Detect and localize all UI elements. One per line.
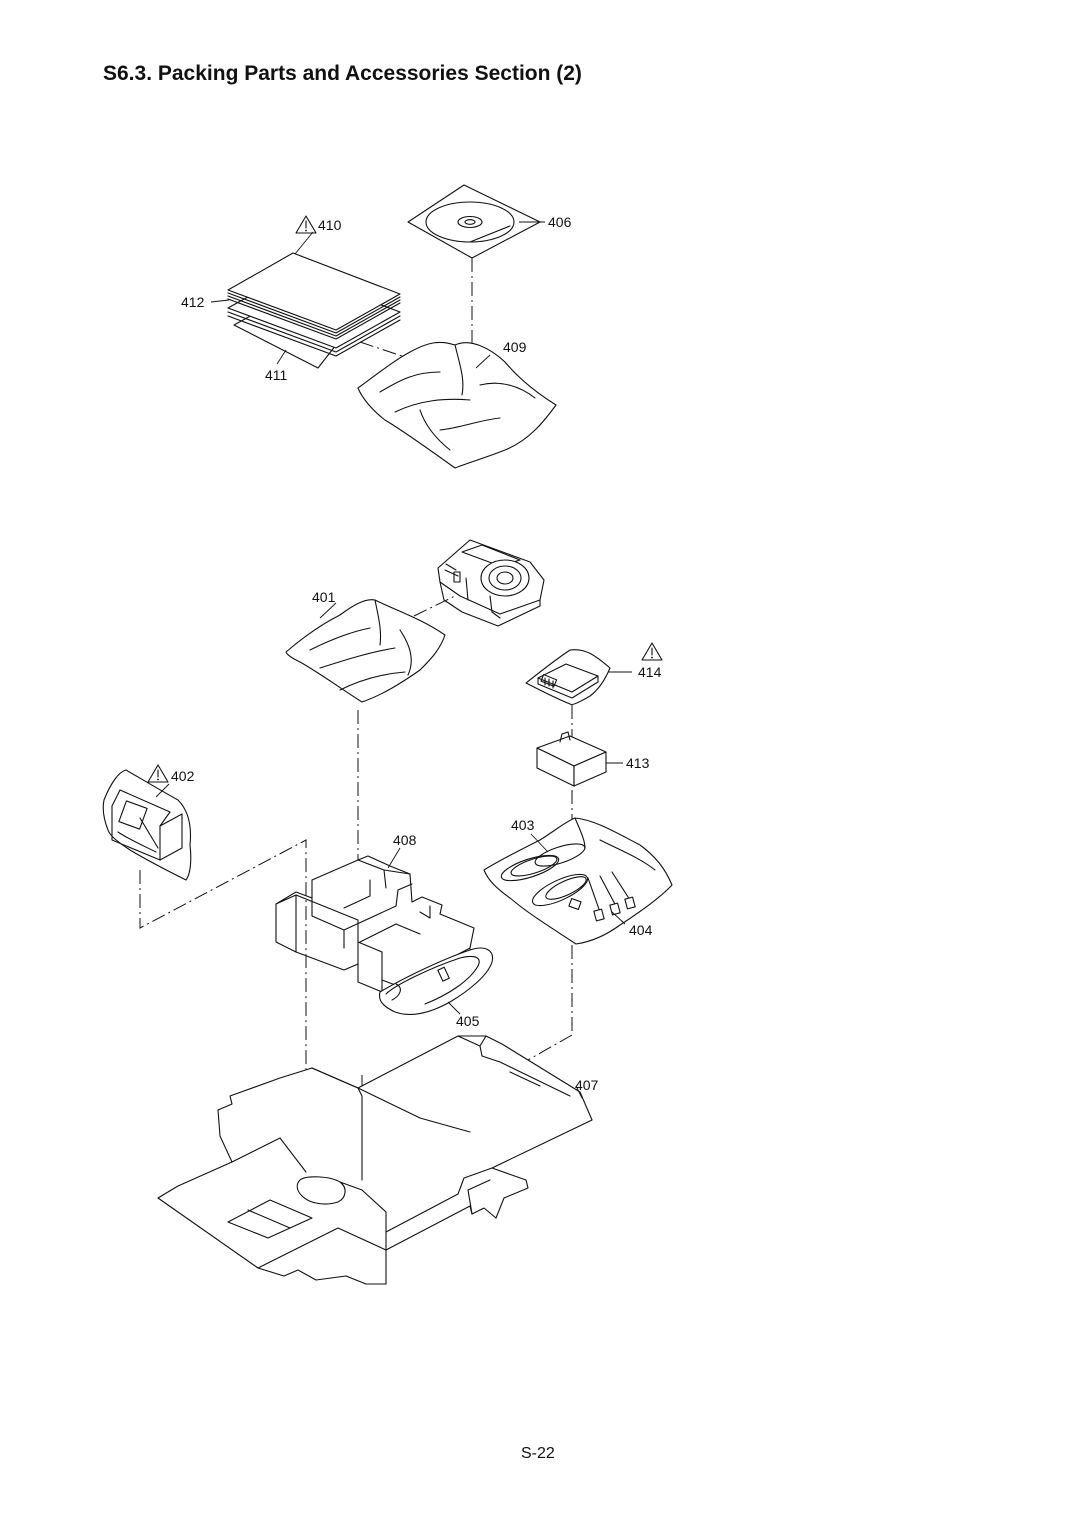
callout-408: 408 (393, 832, 417, 848)
callout-414: 414 (638, 664, 662, 680)
warning-triangle-icon (147, 764, 169, 783)
part-409-poly-bag (357, 341, 557, 469)
part-412-operating-instructions (227, 252, 401, 369)
part-403-404-cables (483, 817, 673, 945)
leader-lines (155, 221, 632, 1099)
part-405-hand-strap (378, 947, 494, 1015)
part-407-packing-case (157, 1035, 593, 1285)
page-number: S-22 (521, 1445, 555, 1462)
callout-401: 401 (312, 589, 336, 605)
callout-404: 404 (629, 922, 653, 938)
callout-403: 403 (511, 817, 535, 833)
callout-406: 406 (548, 214, 572, 230)
callout-402: 402 (171, 768, 195, 784)
callout-412: 412 (181, 294, 205, 310)
part-402-ac-adaptor (102, 769, 192, 881)
callout-409: 409 (503, 339, 527, 355)
warning-triangle-icon (641, 642, 663, 661)
part-401-camera-bag (285, 599, 446, 703)
callout-413: 413 (626, 755, 650, 771)
callout-407: 407 (575, 1077, 599, 1093)
camera-body (437, 539, 545, 627)
part-414-battery-pack (525, 649, 611, 706)
callout-410: 410 (318, 217, 342, 233)
callout-411: 411 (265, 367, 288, 383)
part-413-battery-charger (536, 731, 607, 787)
part-406-cd-rom (407, 184, 541, 259)
warning-triangle-icon (295, 215, 317, 234)
callout-405: 405 (456, 1013, 480, 1029)
page-title: S6.3. Packing Parts and Accessories Sect… (103, 62, 582, 85)
